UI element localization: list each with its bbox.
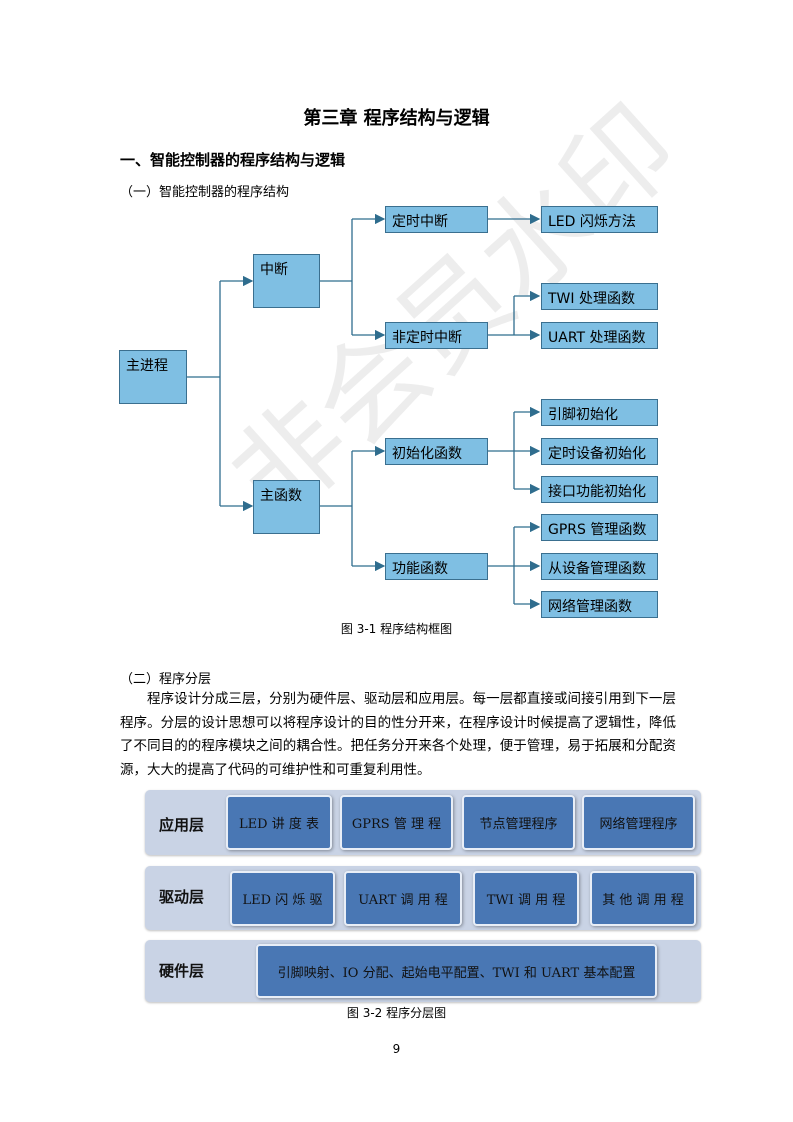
layer-label: 应用层 xyxy=(159,816,205,834)
layer-item: GPRS 管 理 程 xyxy=(340,795,453,850)
subsection-title: （一）智能控制器的程序结构 xyxy=(120,185,290,200)
interrupt-node: 中断 xyxy=(253,254,320,308)
root-node: 主进程 xyxy=(119,350,187,404)
hardware-layer: 硬件层 引脚映射、IO 分配、起始电平配置、TWI 和 UART 基本配置 xyxy=(145,940,701,1002)
gprs-mgmt-node: GPRS 管理函数 xyxy=(541,514,658,541)
tree-connectors xyxy=(187,213,541,610)
layer-item: 网络管理程序 xyxy=(582,795,695,850)
body-paragraph: 程序设计分成三层，分别为硬件层、驱动层和应用层。每一层都直接或间接引用到下一层程… xyxy=(120,691,676,778)
non-timer-interrupt-node: 非定时中断 xyxy=(385,322,488,349)
application-layer: 应用层 LED 讲 度 表 GPRS 管 理 程 节点管理程序 网络管理程序 xyxy=(145,790,701,855)
layer-item: LED 讲 度 表 xyxy=(226,795,332,850)
section-title: 一、智能控制器的程序结构与逻辑 xyxy=(120,151,346,169)
chapter-title: 第三章 程序结构与逻辑 xyxy=(303,108,490,129)
twi-handler-node: TWI 处理函数 xyxy=(541,283,658,310)
timer-interrupt-node: 定时中断 xyxy=(385,206,488,233)
led-blink-node: LED 闪烁方法 xyxy=(541,206,658,233)
figure1-caption: 图 3-1 程序结构框图 xyxy=(340,622,453,636)
layer-item: LED 闪 烁 驱 xyxy=(230,871,335,926)
driver-layer: 驱动层 LED 闪 烁 驱 UART 调 用 程 TWI 调 用 程 其 他 调… xyxy=(145,866,701,930)
layer-label: 驱动层 xyxy=(159,888,205,906)
layer-item: 节点管理程序 xyxy=(462,795,575,850)
layer-item: UART 调 用 程 xyxy=(344,871,462,926)
uart-handler-node: UART 处理函数 xyxy=(541,322,658,349)
page-number: 9 xyxy=(392,1042,401,1056)
network-mgmt-node: 网络管理函数 xyxy=(541,591,658,618)
figure2-caption: 图 3-2 程序分层图 xyxy=(346,1006,447,1020)
interface-init-node: 接口功能初始化 xyxy=(541,476,658,503)
main-function-node: 主函数 xyxy=(253,480,320,534)
slave-mgmt-node: 从设备管理函数 xyxy=(541,553,658,580)
layer-label: 硬件层 xyxy=(159,962,205,980)
subsection2-title: （二）程序分层 xyxy=(120,672,212,687)
timer-device-init-node: 定时设备初始化 xyxy=(541,438,658,465)
layer-item: 引脚映射、IO 分配、起始电平配置、TWI 和 UART 基本配置 xyxy=(256,944,657,998)
layer-item: 其 他 调 用 程 xyxy=(590,871,696,926)
init-function-node: 初始化函数 xyxy=(385,438,488,465)
function-node: 功能函数 xyxy=(385,553,488,580)
pin-init-node: 引脚初始化 xyxy=(541,399,658,426)
layer-item: TWI 调 用 程 xyxy=(473,871,579,926)
